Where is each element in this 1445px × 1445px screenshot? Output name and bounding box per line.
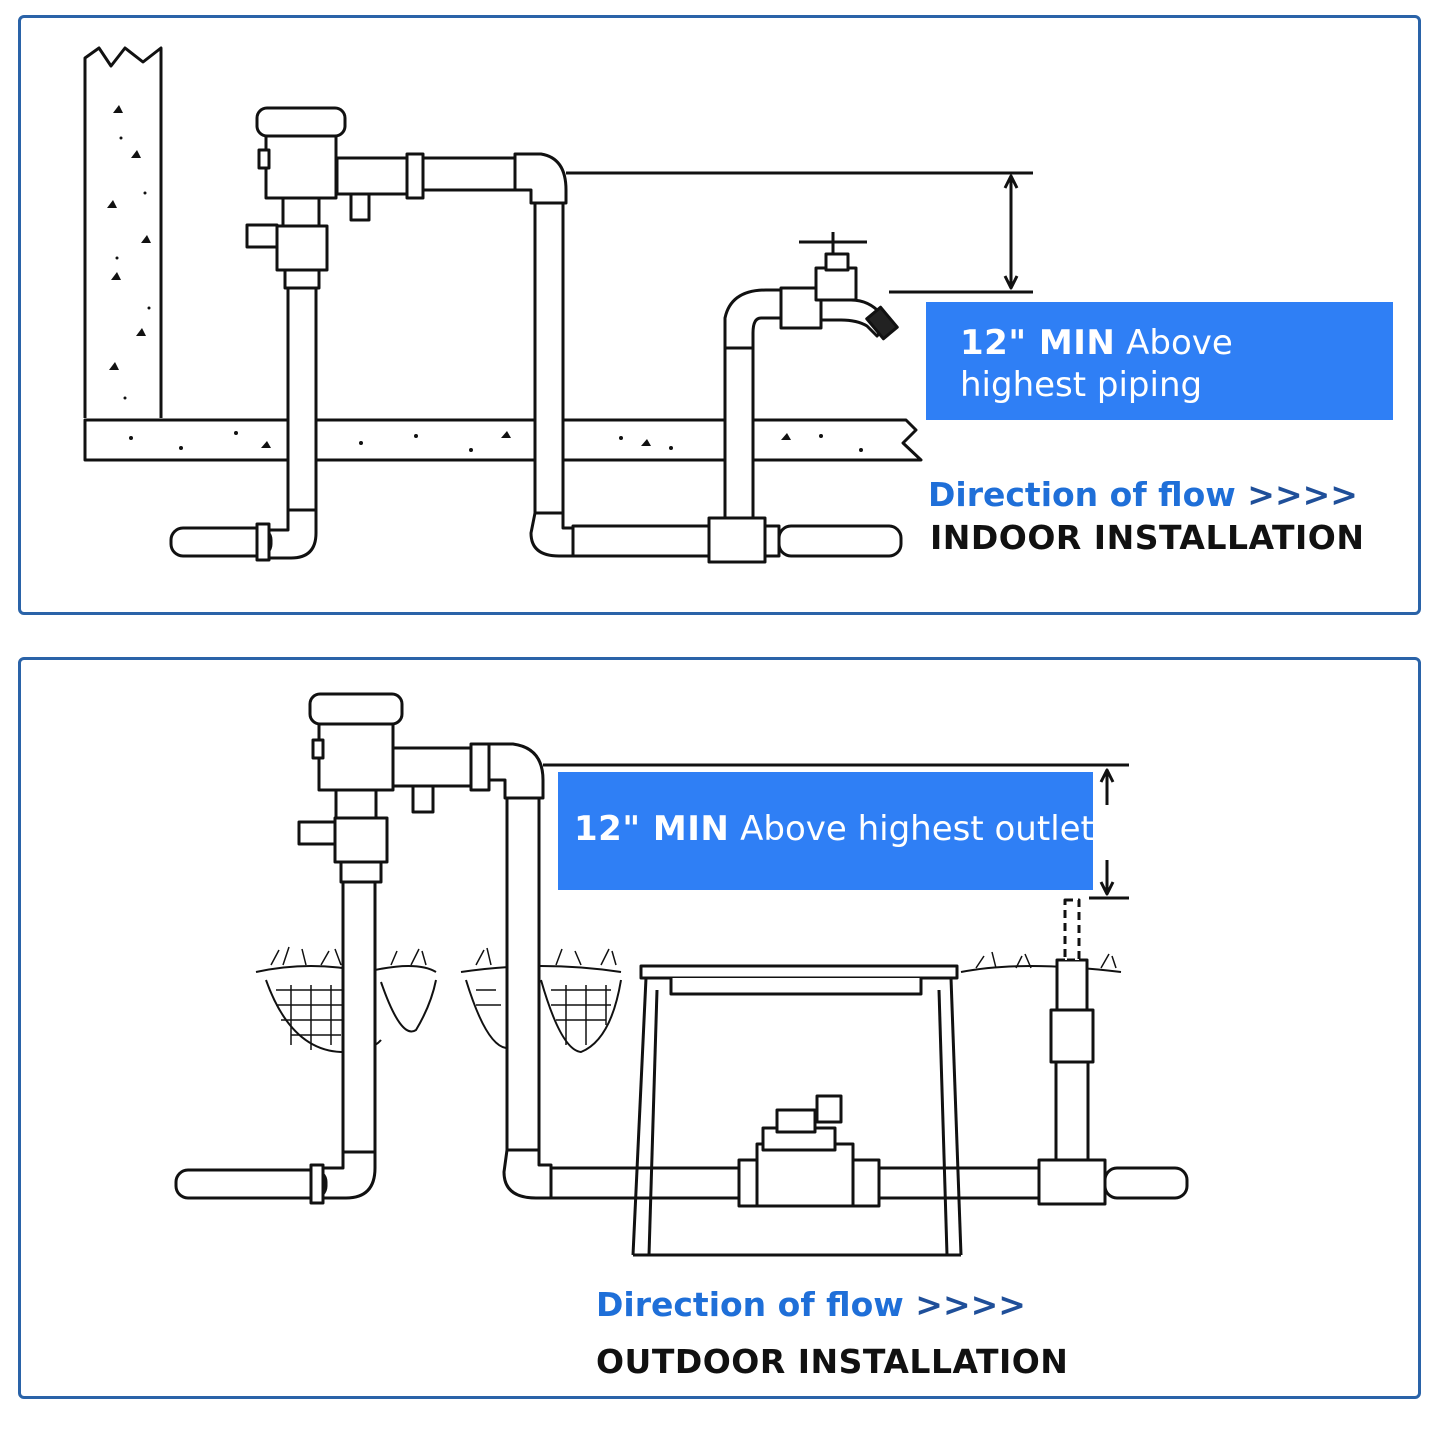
concrete-wall xyxy=(83,46,163,418)
backflow-preventer xyxy=(297,692,491,884)
backflow-preventer xyxy=(245,106,425,290)
concrete-floor xyxy=(83,418,923,462)
indoor-diagram xyxy=(83,46,1033,564)
outdoor-pipe-network xyxy=(174,742,1189,1208)
outdoor-clearance-callout: 12" MIN Above highest outlet xyxy=(558,772,1094,890)
outdoor-flow-direction: Direction of flow >>>> xyxy=(596,1285,1026,1324)
outdoor-diagram xyxy=(174,692,1189,1257)
outdoor-flow-label: Direction of flow xyxy=(596,1285,916,1324)
outdoor-clearance-value: 12" MIN xyxy=(574,809,730,849)
indoor-flow-direction: Direction of flow >>>> xyxy=(928,475,1358,514)
indoor-installation-panel: 12" MIN Above highest piping Direction o… xyxy=(18,15,1421,615)
dimension-line-top xyxy=(566,171,1033,294)
indoor-clearance-callout: 12" MIN Above highest piping xyxy=(926,302,1393,420)
dimension-line-bottom xyxy=(543,763,1129,900)
indoor-clearance-text: Above highest piping xyxy=(960,323,1233,405)
indoor-clearance-value: 12" MIN xyxy=(960,323,1116,363)
outdoor-installation-panel: 12" MIN Above highest outlet Direction o… xyxy=(18,657,1421,1399)
outdoor-installation-title: OUTDOOR INSTALLATION xyxy=(596,1342,1069,1381)
solenoid-valve xyxy=(755,1094,855,1208)
faucet xyxy=(779,232,899,341)
indoor-installation-title: INDOOR INSTALLATION xyxy=(930,518,1365,557)
outdoor-flow-arrows: >>>> xyxy=(915,1285,1026,1324)
outdoor-clearance-text: Above highest outlet xyxy=(729,809,1094,849)
indoor-flow-arrows: >>>> xyxy=(1247,475,1358,514)
valve-box xyxy=(631,964,963,1257)
indoor-flow-label: Direction of flow xyxy=(928,475,1248,514)
indoor-pipe-network xyxy=(169,152,903,564)
grass-ground xyxy=(255,946,1122,1053)
